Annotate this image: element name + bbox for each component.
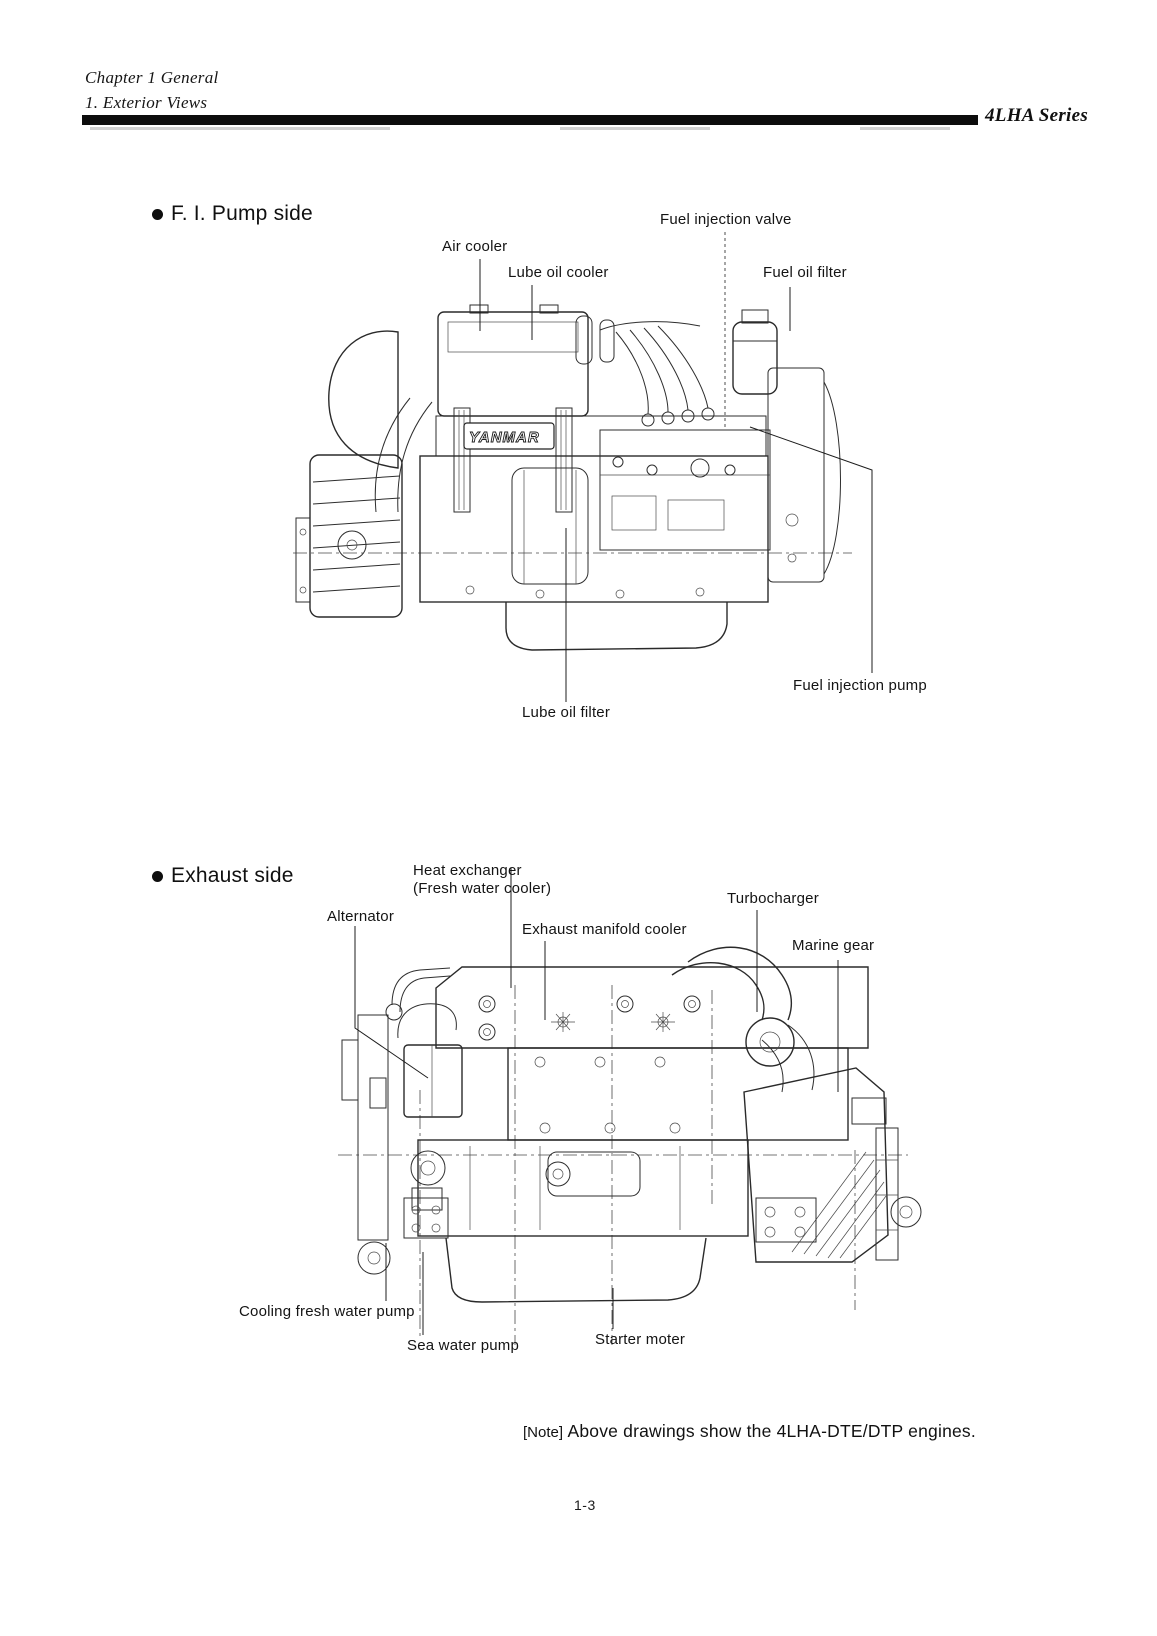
label-cooling-fresh-water-pump: Cooling fresh water pump: [239, 1303, 415, 1320]
label-sea-water-pump: Sea water pump: [407, 1337, 520, 1354]
note-prefix: [Note]: [523, 1424, 564, 1441]
section-title-text: F. I. Pump side: [171, 202, 313, 225]
label-fuel-injection-valve: Fuel injection valve: [660, 211, 792, 228]
label-lube-oil-filter: Lube oil filter: [522, 704, 611, 721]
engine-exhaust-side-drawing: [338, 868, 922, 1345]
label-turbocharger: Turbocharger: [727, 890, 819, 907]
label-alternator: Alternator: [327, 908, 395, 925]
label-lube-oil-cooler: Lube oil cooler: [508, 264, 609, 281]
label-exhaust-manifold-cooler: Exhaust manifold cooler: [522, 921, 687, 938]
scan-smudge: [560, 127, 710, 130]
bullet-icon: [152, 208, 163, 220]
note: [Note] Above drawings show the 4LHA-DTE/…: [523, 1421, 976, 1442]
label-fuel-oil-filter: Fuel oil filter: [763, 264, 847, 281]
exhaust-side-leader-lines: [354, 868, 839, 1335]
header-section: 1. Exterior Views: [85, 93, 208, 112]
header-rule: [82, 115, 978, 125]
label-heat-exchanger-line1: Heat exchanger: [413, 862, 522, 879]
label-starter-moter: Starter moter: [595, 1331, 686, 1348]
section-title-exhaust-side: Exhaust side: [152, 864, 294, 888]
label-heat-exchanger-line2: (Fresh water cooler): [413, 880, 552, 897]
label-marine-gear: Marine gear: [792, 937, 875, 954]
section-title-pump-side: F. I. Pump side: [152, 202, 313, 226]
header-series-title: 4LHA Series: [985, 105, 1089, 126]
scan-smudge: [860, 127, 950, 130]
label-heat-exchanger: Heat exchanger (Fresh water cooler): [413, 862, 551, 898]
header-chapter: Chapter 1 General: [85, 68, 219, 87]
page-number: 1-3: [574, 1497, 596, 1513]
engine-pump-side-drawing: YANMAR: [293, 232, 873, 702]
bullet-icon: [152, 870, 163, 882]
label-fuel-injection-pump: Fuel injection pump: [793, 677, 927, 694]
scan-smudge: [90, 127, 390, 130]
pump-side-leader-lines: [479, 232, 873, 702]
section-title-text: Exhaust side: [171, 864, 294, 887]
label-air-cooler: Air cooler: [442, 238, 508, 255]
engine-logo-text: YANMAR: [469, 429, 540, 446]
note-text: Above drawings show the 4LHA-DTE/DTP eng…: [567, 1421, 976, 1441]
